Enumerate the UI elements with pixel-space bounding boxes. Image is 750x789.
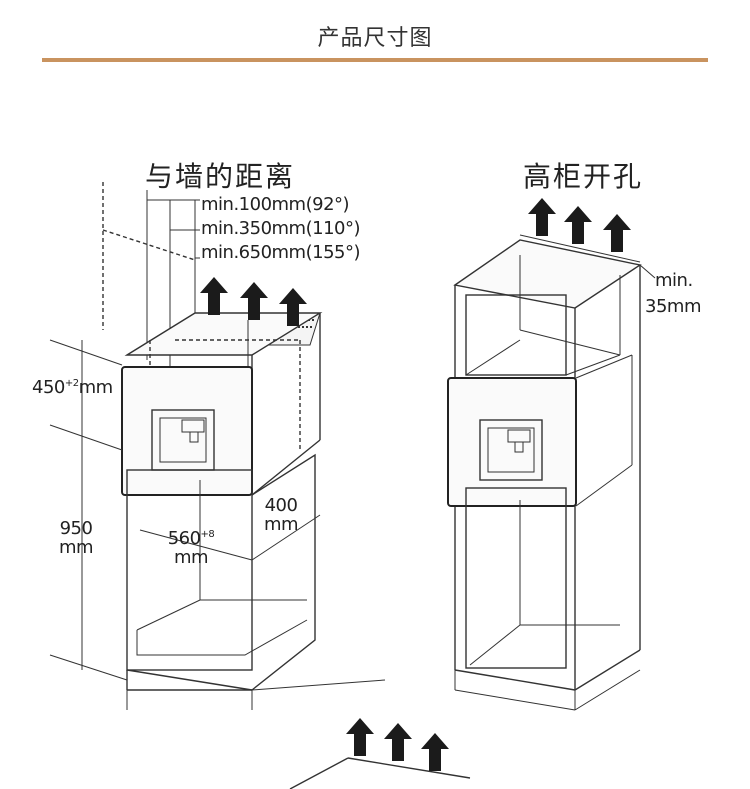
title-divider	[42, 58, 708, 62]
left-cabinet	[49, 182, 386, 710]
left-diagram-heading: 与墙的距离	[145, 160, 296, 193]
gap-label-line2: 35mm	[645, 296, 701, 317]
clearance-label-2: min.350mm(110°)	[201, 218, 361, 239]
airflow-arrow-icon	[528, 198, 556, 236]
airflow-arrow-icon	[564, 206, 592, 244]
cabinet-height-unit: mm	[58, 536, 94, 558]
width-value: 560	[167, 528, 201, 549]
bottom-airflow-arrows	[346, 718, 449, 771]
height-unit-label: 450+2mm	[32, 377, 114, 398]
cabinet-height-label: 950 mm	[52, 518, 100, 558]
page-title: 产品尺寸图	[317, 26, 433, 51]
bottom-partial-cabinet	[289, 757, 471, 789]
right-airflow-arrows	[528, 198, 631, 252]
width-label: 560+8 mm	[158, 528, 224, 568]
right-cabinet	[447, 234, 656, 711]
cabinet-height-value: 950	[59, 518, 93, 539]
depth-unit: mm	[263, 513, 299, 535]
width-tolerance: +8	[200, 529, 215, 540]
clearance-label-1: min.100mm(92°)	[201, 194, 350, 215]
right-diagram-heading: 高柜开孔	[523, 160, 644, 193]
width-unit: mm	[173, 546, 209, 568]
height-unit-tolerance: +2	[64, 378, 79, 389]
depth-label: 400 mm	[258, 495, 304, 535]
height-unit-value: 450	[32, 377, 65, 398]
airflow-arrow-icon	[384, 723, 412, 761]
airflow-arrow-icon	[603, 214, 631, 252]
airflow-arrow-icon	[346, 718, 374, 756]
height-unit-unit: mm	[78, 377, 114, 398]
gap-label-line1: min.	[655, 270, 693, 291]
clearance-label-3: min.650mm(155°)	[201, 242, 361, 263]
depth-value: 400	[264, 495, 298, 516]
airflow-arrow-icon	[421, 733, 449, 771]
airflow-arrow-icon	[200, 277, 228, 315]
